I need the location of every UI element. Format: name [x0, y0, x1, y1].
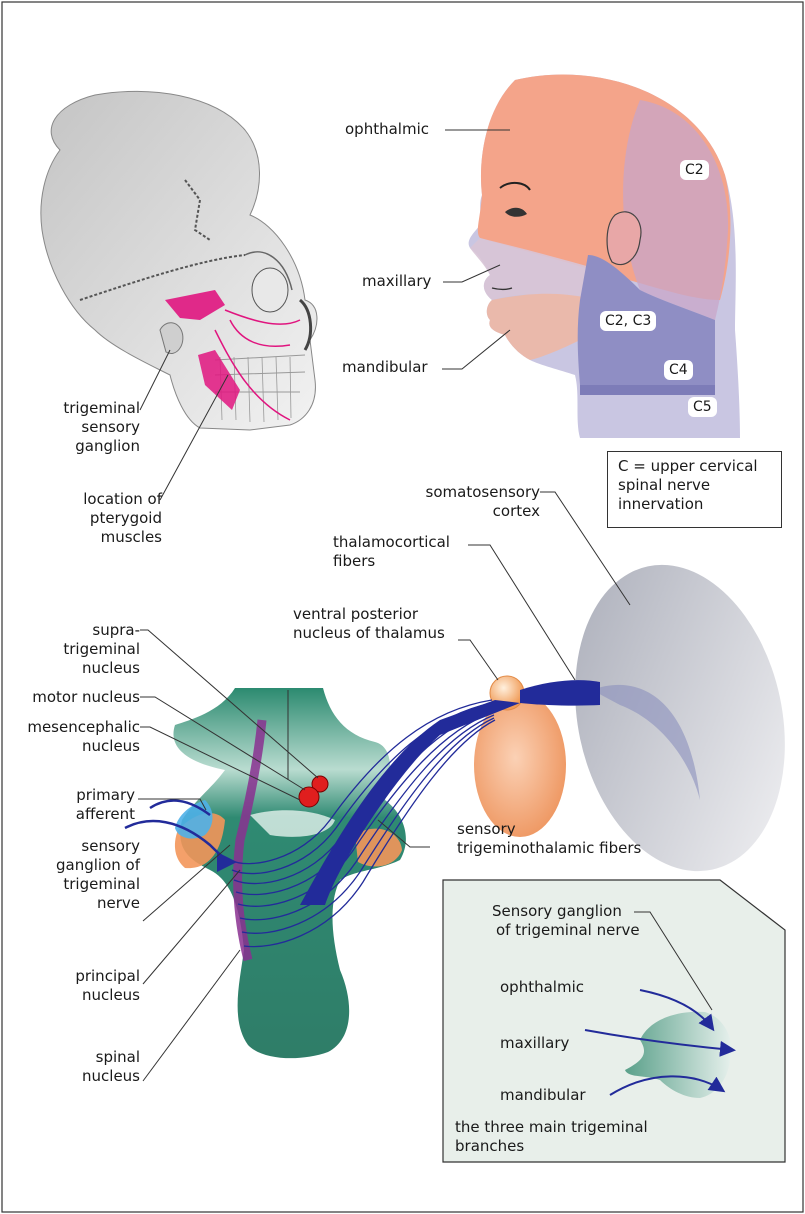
sensory-ganglion-label: sensory ganglion of trigeminal nerve — [30, 837, 140, 913]
primary-afferent-label: primary afferent — [30, 786, 135, 824]
principal-nucleus-label: principal nucleus — [40, 967, 140, 1005]
supratrigeminal-label: supra- trigeminal nucleus — [40, 621, 140, 678]
c2-tag: C2 — [680, 160, 709, 180]
ophthalmic-label: ophthalmic — [345, 120, 429, 139]
c5-tag: C5 — [688, 397, 717, 417]
mandibular-leader-line — [442, 330, 510, 369]
legend-line-2: spinal nerve — [608, 476, 781, 495]
pterygoid-label: location of pterygoid muscles — [20, 490, 162, 547]
sensory-fibers-label: sensory trigeminothalamic fibers — [457, 820, 641, 858]
c2c3-tag: C2, C3 — [600, 311, 656, 331]
legend-line-3: innervation — [608, 495, 781, 514]
somatosensory-label: somatosensory cortex — [410, 483, 540, 521]
c4-tag: C4 — [664, 360, 693, 380]
inset-title: Sensory ganglion of trigeminal nerve — [492, 902, 640, 940]
head-dermatome-illustration — [469, 74, 740, 438]
cervical-legend: C = upper cervical spinal nerve innervat… — [607, 451, 782, 528]
ganglion-label: trigeminal sensory ganglion — [30, 399, 140, 456]
mandibular-label: mandibular — [342, 358, 428, 377]
motor-nucleus — [299, 787, 319, 807]
maxillary-label: maxillary — [362, 272, 431, 291]
mesencephalic-label: mesencephalic nucleus — [5, 718, 140, 756]
inset-ophthalmic-label: ophthalmic — [500, 978, 584, 997]
inset-caption: the three main trigeminal branches — [455, 1118, 648, 1156]
inset-mandibular-label: mandibular — [500, 1086, 586, 1105]
brainstem-illustration — [173, 688, 405, 1058]
spinal-nucleus-label: spinal nucleus — [40, 1048, 140, 1086]
legend-line-1: C = upper cervical — [608, 452, 781, 476]
thalamocortical-bundle — [520, 680, 600, 706]
inset-maxillary-label: maxillary — [500, 1034, 569, 1053]
thalamocortical-label: thalamocortical fibers — [333, 533, 450, 571]
skull-illustration — [41, 91, 317, 430]
vpn-label: ventral posterior nucleus of thalamus — [293, 605, 445, 643]
motor-nucleus-label: motor nucleus — [20, 688, 140, 707]
